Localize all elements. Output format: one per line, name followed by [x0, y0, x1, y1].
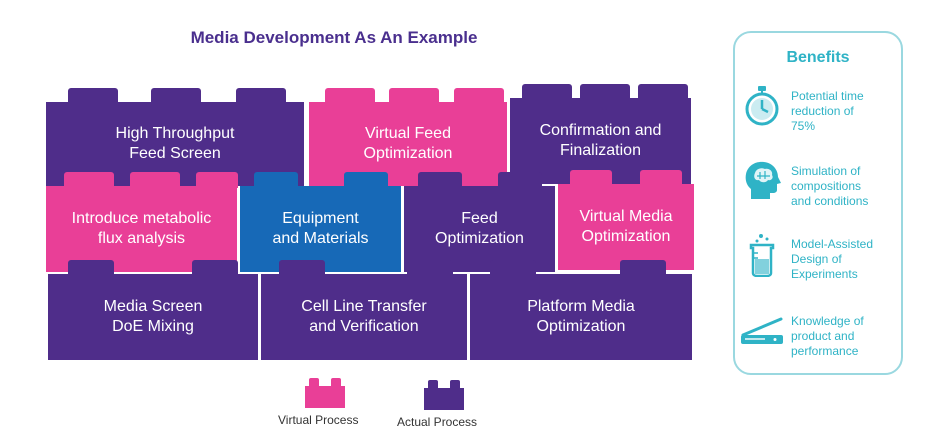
- benefit-text-simulation: Simulation of compositions and condition…: [791, 164, 869, 208]
- block-cell-line-transfer-and-verification: Cell Line Transfer and Verification: [261, 260, 467, 360]
- block-high-throughput-feed-screen: High Throughput Feed Screen: [46, 88, 304, 186]
- stopwatch-icon: [745, 86, 779, 126]
- block-platform-media-optimization: Platform Media Optimization: [470, 260, 692, 360]
- benefits-panel: Benefits Potential time reduction of 75%…: [733, 31, 903, 375]
- benefit-text-doe: Model-Assisted Design of Experiments: [791, 237, 874, 281]
- block-feed-optimization: Feed Optimization: [404, 172, 555, 272]
- diagram-title: Media Development As An Example: [190, 28, 478, 47]
- block-introduce-metabolic-flux-analysis: Introduce metabolic flux analysis: [46, 172, 238, 272]
- block-virtual-media-optimization: Virtual Media Optimization: [558, 170, 694, 270]
- block-equipment-and-materials: Equipment and Materials: [240, 172, 401, 272]
- legend-actual-label: Actual Process: [397, 415, 478, 429]
- block-virtual-feed-optimization: Virtual Feed Optimization: [309, 88, 507, 186]
- beaker-icon: [749, 234, 775, 277]
- legend-actual-swatch: [424, 380, 464, 410]
- legend-virtual-swatch: [305, 378, 345, 408]
- benefit-text-knowledge: Knowledge of product and performance: [791, 314, 864, 358]
- block-media-screen-doe-mixing: Media Screen DoE Mixing: [48, 260, 258, 360]
- brain-head-icon: [745, 161, 781, 199]
- benefits-title: Benefits: [786, 49, 850, 66]
- legend-virtual-label: Virtual Process: [278, 413, 359, 427]
- benefit-text-time: Potential time reduction of 75%: [791, 89, 864, 133]
- block-confirmation-and-finalization: Confirmation and Finalization: [510, 84, 691, 184]
- scanner-icon: [741, 317, 783, 344]
